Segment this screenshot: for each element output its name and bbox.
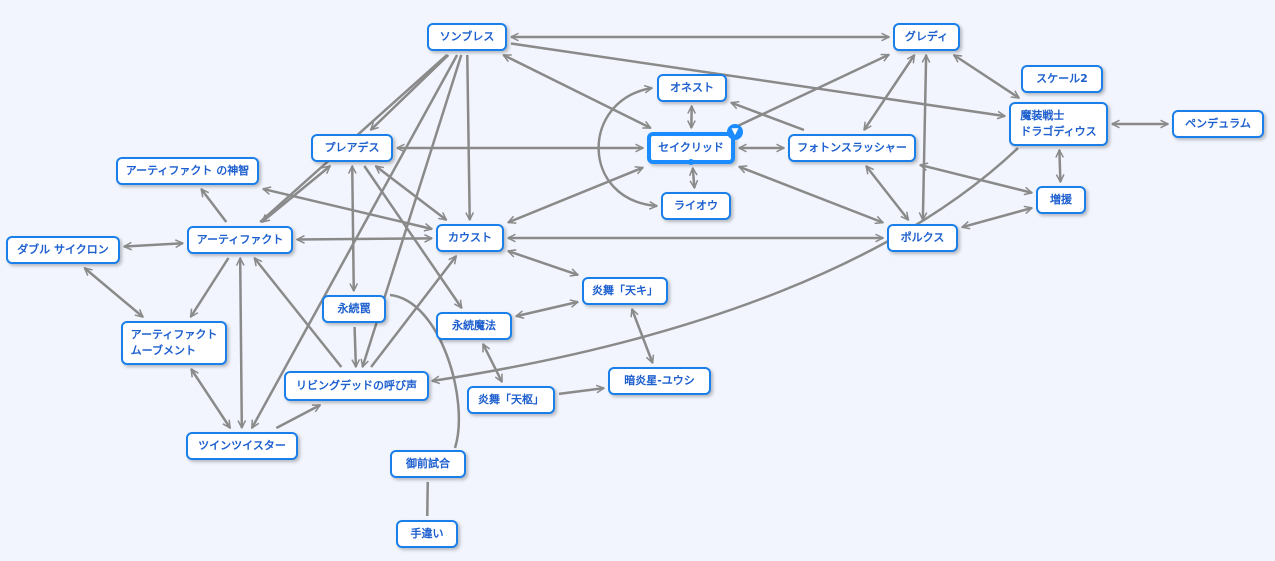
- node-madou[interactable]: 魔装戦士 ドラゴディウス: [1009, 102, 1108, 146]
- edge-jinchi-kaust[interactable]: [263, 189, 432, 229]
- node-label: アーティファクト ムーブメント: [130, 328, 218, 357]
- node-enbu-tenki[interactable]: 炎舞「天キ」: [582, 277, 668, 305]
- node-label: アーティファクト の神智: [125, 164, 250, 177]
- edge-photon-pollux[interactable]: [866, 166, 908, 220]
- edge-artifact-jinchi[interactable]: [201, 189, 228, 223]
- edge-living-artifact[interactable]: [254, 258, 343, 368]
- node-double[interactable]: ダブル サイクロン: [6, 236, 120, 264]
- edge-sonbures-seikurid[interactable]: [503, 53, 650, 130]
- edge-gurenti-madou[interactable]: [954, 53, 1019, 100]
- node-label: 永続罠: [337, 302, 371, 315]
- node-seikurid[interactable]: セイクリッド▼: [647, 124, 743, 165]
- node-label: 手違い: [410, 527, 444, 540]
- edge-artifact-twin[interactable]: [240, 258, 242, 428]
- edge-pollux-zouen[interactable]: [962, 208, 1032, 227]
- node-label: ペンデュラム: [1185, 117, 1251, 130]
- node-label: アーティファクト: [196, 233, 284, 246]
- node-jinchi[interactable]: アーティファクト の神智: [116, 157, 259, 185]
- node-label: ソンブレス: [439, 30, 495, 43]
- node-raiou[interactable]: ライオウ: [661, 192, 731, 220]
- node-label: セイクリッド: [658, 141, 724, 154]
- edge-gurenti-photon[interactable]: [863, 55, 916, 130]
- edge-double-movement[interactable]: [84, 268, 142, 317]
- edge-onesuto-raiou[interactable]: [597, 88, 657, 206]
- node-label: ツインツイスター: [198, 439, 286, 452]
- node-eizokumaho[interactable]: 永続魔法: [436, 312, 512, 340]
- node-label: スケール2: [1036, 72, 1088, 85]
- node-connect-handle[interactable]: [688, 159, 694, 165]
- edge-sonbures-kaust[interactable]: [467, 54, 469, 220]
- edge-eizokumaho-tensu[interactable]: [481, 344, 504, 382]
- node-twin[interactable]: ツインツイスター: [186, 432, 298, 460]
- node-sonbures[interactable]: ソンブレス: [427, 23, 507, 51]
- node-label: グレディ: [904, 30, 949, 43]
- node-tensu[interactable]: 炎舞「天枢」: [467, 386, 555, 414]
- edge-eizokumaho-enbu_tenki[interactable]: [516, 302, 578, 316]
- edge-sonbures-pleiades[interactable]: [371, 54, 450, 130]
- edge-kaust-enbu_tenki[interactable]: [508, 251, 578, 275]
- node-label: プレアデス: [324, 141, 380, 154]
- edge-eizokuwana-living[interactable]: [355, 326, 356, 367]
- node-label: ライオウ: [674, 199, 718, 212]
- node-label: カウスト: [448, 231, 492, 244]
- node-label: ポルクス: [900, 231, 945, 244]
- edge-twin-living[interactable]: [275, 403, 320, 430]
- node-scale2[interactable]: スケール2: [1021, 65, 1103, 93]
- node-label: 暗炎星-ユウシ: [624, 374, 695, 387]
- edge-living-kaust[interactable]: [370, 256, 456, 368]
- node-label: 永続魔法: [452, 319, 496, 332]
- node-artifact[interactable]: アーティファクト: [187, 226, 293, 254]
- node-pollux[interactable]: ポルクス: [887, 224, 958, 252]
- edge-seikurid-raiou[interactable]: [693, 168, 695, 188]
- edge-movement-twin[interactable]: [190, 369, 232, 428]
- node-menu-handle-icon[interactable]: ▼: [727, 124, 743, 140]
- node-label: リビングデッドの呼び声: [296, 379, 417, 392]
- edge-tensu-ankou[interactable]: [558, 388, 604, 396]
- edge-sonbures-madou[interactable]: [510, 42, 1005, 116]
- node-gozen[interactable]: 御前試合: [390, 450, 466, 478]
- node-zouen[interactable]: 増援: [1036, 186, 1086, 214]
- edge-artifact-double[interactable]: [124, 243, 183, 246]
- edge-seikurid-gurenti[interactable]: [732, 53, 889, 130]
- edge-photon-onesuto[interactable]: [731, 103, 805, 132]
- node-gurenti[interactable]: グレディ: [893, 23, 960, 51]
- node-eizokuwana[interactable]: 永続罠: [322, 295, 386, 323]
- node-photon[interactable]: フォトンスラッシャー: [788, 134, 916, 162]
- node-label: 炎舞「天キ」: [592, 284, 658, 297]
- node-kaust[interactable]: カウスト: [436, 224, 504, 252]
- edge-seikurid-pollux[interactable]: [739, 167, 883, 223]
- edge-gozen-eizokuwana[interactable]: [389, 293, 461, 449]
- edge-pleiades-eizokuwana[interactable]: [352, 166, 354, 291]
- edge-photon-zouen[interactable]: [920, 165, 1032, 193]
- node-movement[interactable]: アーティファクト ムーブメント: [121, 321, 227, 365]
- node-label: 魔装戦士 ドラゴディウス: [1020, 109, 1097, 138]
- edge-kaust-seikurid[interactable]: [508, 168, 643, 223]
- node-label: オネスト: [670, 81, 714, 94]
- node-living[interactable]: リビングデッドの呼び声: [284, 371, 429, 401]
- node-ankou[interactable]: 暗炎星-ユウシ: [608, 367, 711, 395]
- edge-artifact-movement[interactable]: [189, 257, 230, 317]
- edge-madou-zouen[interactable]: [1059, 150, 1060, 182]
- edge-madou-living[interactable]: [432, 147, 1019, 381]
- edge-artifact-kaust[interactable]: [297, 238, 432, 239]
- node-onesuto[interactable]: オネスト: [657, 74, 727, 102]
- edge-gurenti-pollux[interactable]: [923, 55, 926, 220]
- node-label: 炎舞「天枢」: [478, 393, 544, 406]
- node-label: フォトンスラッシャー: [797, 141, 907, 154]
- node-pendulum[interactable]: ペンデュラム: [1172, 110, 1264, 138]
- node-tegai[interactable]: 手違い: [396, 520, 458, 548]
- node-label: ダブル サイクロン: [17, 243, 109, 256]
- node-label: 御前試合: [406, 457, 450, 470]
- node-pleiades[interactable]: プレアデス: [311, 134, 393, 162]
- node-label: 増援: [1050, 193, 1072, 206]
- edge-pleiades-artifact[interactable]: [262, 166, 330, 222]
